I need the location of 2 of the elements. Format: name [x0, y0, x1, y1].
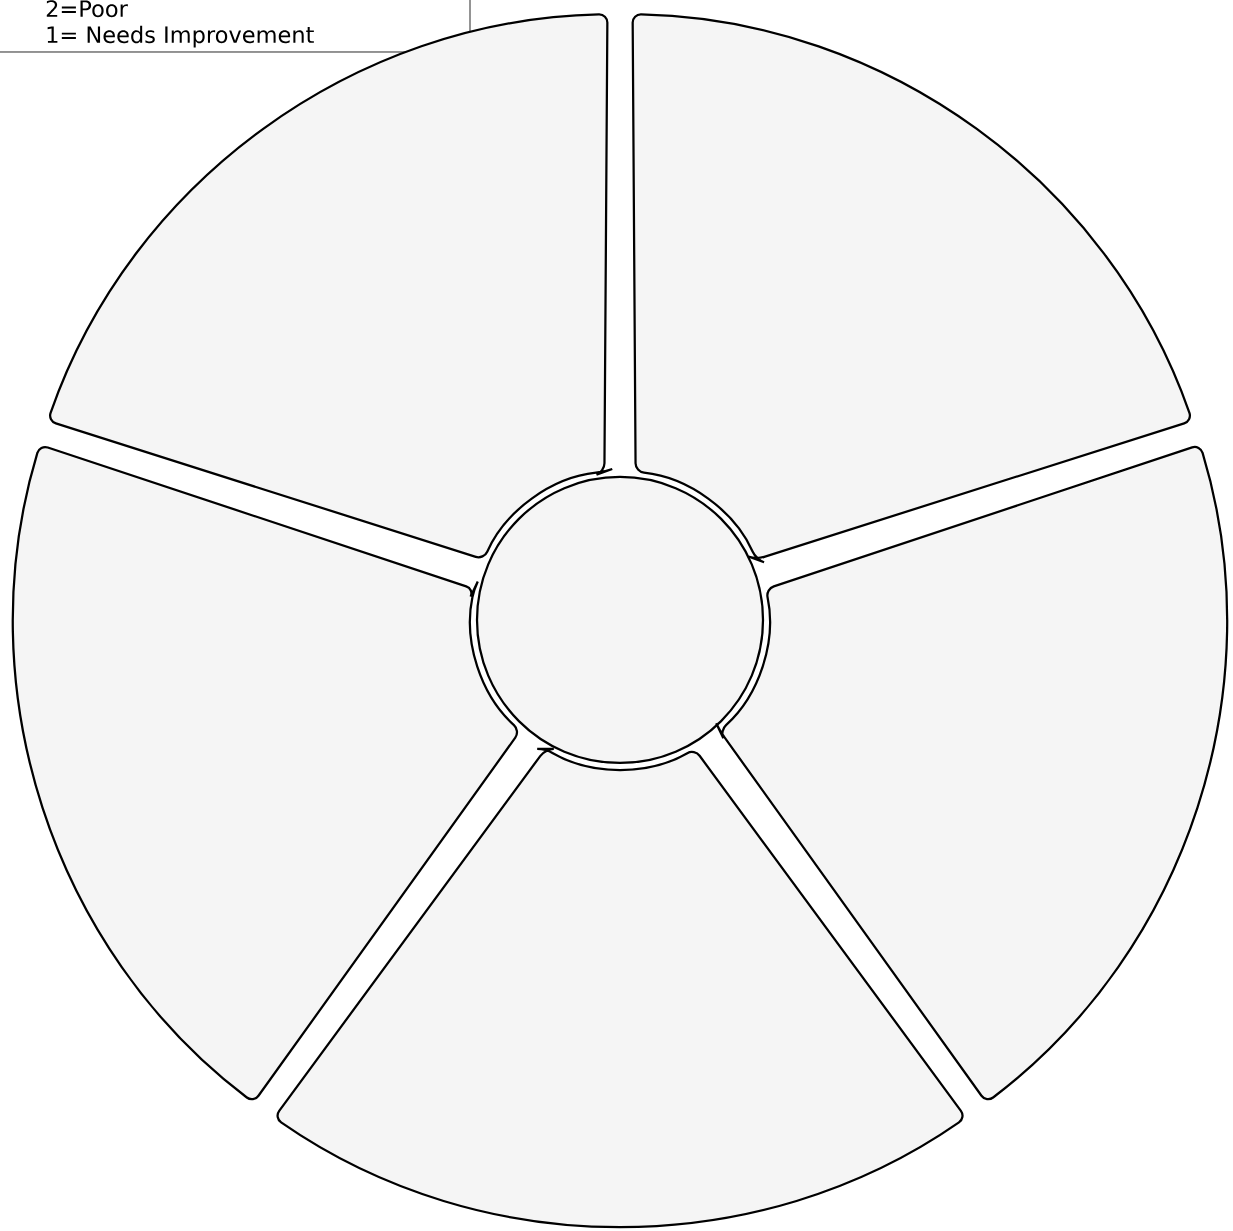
- wheel-segment: [631, 13, 1191, 564]
- center-circle: [475, 475, 765, 765]
